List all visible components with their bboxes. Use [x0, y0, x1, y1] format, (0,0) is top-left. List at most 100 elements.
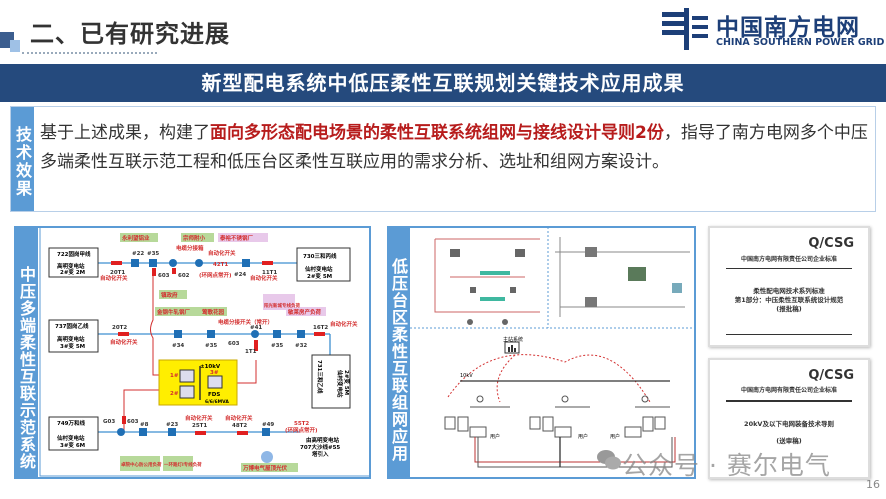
effect-text-after: ，指导了南方电网多个中压多端柔性互联示范工程和低压台区柔性互联应用的需求分析、选…	[40, 123, 868, 172]
auto-switch-note: 自动化开关	[250, 274, 278, 282]
auto-switch-note: 自动化开关	[185, 414, 213, 422]
node-label: 603	[127, 419, 139, 425]
fds-port-2: 2#	[170, 391, 179, 397]
auto-switch-note: 自动化开关	[110, 338, 138, 346]
feeder-722-line: 722固岗甲线	[57, 250, 91, 258]
standard-document: Q/CSG 中国南方电网有限责任公司企业标准 柔性配电网技术系列标准 第1部分：…	[708, 226, 870, 347]
load-label: 金钢牛轧钢厂	[156, 308, 191, 316]
watermark: 公众号 · 赛尔电气	[622, 451, 831, 480]
node-label: 602	[178, 273, 190, 279]
logo-text: 中国南方电网	[716, 15, 860, 41]
load-label: 镇政府	[161, 291, 178, 299]
bus-label: 10kV	[460, 373, 473, 379]
switch-label: 20T2	[112, 325, 127, 331]
node-label: #34	[172, 343, 184, 349]
load-label: 卓院中心防公用负荷	[121, 461, 162, 468]
node-label: #24	[234, 272, 246, 278]
standard-document: Q/CSG 中国南方电网有限责任公司企业标准 20kV及以下电网装备技术导则 (…	[708, 358, 870, 479]
effect-text-before: 基于上述成果，构建了	[40, 123, 210, 143]
user-label: 用户	[610, 433, 620, 440]
load-label: 泰裕不锈钢厂	[219, 234, 254, 242]
switch-label: 16T2	[313, 325, 328, 331]
feeder-731-line: 731三和乙线	[316, 360, 324, 394]
load-label: 永利望铝业	[121, 234, 150, 242]
doc-rule	[726, 400, 852, 402]
node-label: #35	[205, 343, 217, 349]
incoming-note: 由高明变电站	[306, 436, 340, 444]
feeder-722-sub: 高明变电站	[57, 262, 85, 270]
node-label: #22	[132, 251, 144, 257]
feeder-730-line: 730三和丙线	[303, 252, 337, 260]
node-label: G03	[103, 419, 115, 425]
feeder-730-trans: 2#变 5M	[307, 272, 332, 280]
doc-rule	[726, 268, 852, 269]
node-label: #49	[262, 422, 274, 428]
load-label: 一环路灯I专线负荷	[164, 461, 202, 468]
section-banner: 新型配电系统中低压柔性互联规划关键技术应用成果	[0, 64, 886, 102]
feeder-749-sub: 仙村变电站	[57, 434, 85, 442]
switch-label: 48T2	[232, 423, 247, 429]
feeder-737-line: 737固岗乙线	[55, 322, 89, 330]
wechat-icon	[597, 450, 621, 470]
auto-switch-note: 自动化开关	[225, 414, 253, 422]
doc-org: 中国南方电网有限责任公司企业标准	[740, 256, 837, 263]
effect-box	[10, 106, 876, 212]
doc-title: 20kV及以下电网装备技术导则	[744, 420, 834, 428]
load-label: 万博电气屋顶光伏	[242, 464, 288, 472]
fds-port-3: 3#	[210, 370, 219, 376]
user-label: 用户	[578, 433, 588, 440]
load-label: 阳光新城专线负荷	[264, 302, 300, 309]
cable-branch-open-note: 电缆分接开关（常开）	[218, 318, 273, 326]
doc-series: 柔性配电网技术系列标准	[753, 287, 825, 295]
effect-label: 技术效果	[11, 107, 34, 211]
doc-status: (送审稿)	[776, 437, 802, 445]
fds-name: FDS	[208, 392, 220, 398]
load-label: 宗师附小	[183, 234, 206, 242]
feeder-737-trans: 3#变 5M	[60, 342, 85, 350]
page-number: 16	[866, 478, 880, 491]
node-label: #35	[271, 343, 283, 349]
node-label: #23	[166, 422, 178, 428]
feeder-749-line: 749万和线	[57, 419, 85, 427]
incoming-note: 塔引入	[312, 450, 329, 458]
switch-label: 20T1	[110, 270, 125, 276]
node-label: 603	[228, 341, 240, 347]
auto-switch-note: 自动化开关	[330, 320, 358, 328]
incoming-note: 707大沙线#55	[300, 443, 340, 451]
feeder-749-trans: 3#变 6M	[60, 441, 85, 449]
loop-open-note: (环网点常开)	[285, 426, 318, 434]
logo-subtext: CHINA SOUTHERN POWER GRID	[716, 37, 885, 48]
user-label: 用户	[490, 433, 500, 440]
effect-text-highlight: 面向多形态配电场景的柔性互联系统组网与接线设计导则2份	[210, 123, 664, 143]
node-label: #32	[295, 343, 307, 349]
doc-rule	[726, 334, 852, 335]
switch-label: 1T1	[245, 349, 257, 355]
switch-label: 42T1	[213, 262, 228, 268]
feeder-731-trans: 2#变 5M	[343, 370, 351, 395]
doc-code: Q/CSG	[808, 368, 854, 383]
load-label: 莺歌花园	[202, 308, 225, 316]
csg-logo-icon	[662, 8, 708, 50]
node-label: #41	[250, 325, 262, 331]
doc-title: 第1部分：中压柔性互联系统设计规范	[734, 296, 844, 304]
switch-label: 55T2	[294, 421, 309, 427]
doc-org: 中国南方电网有限责任公司企业标准	[740, 387, 837, 394]
mv-diagram: ±10kV 1# 2# 3# FDS 6/6/6MVA 722固岗甲线 高明变电…	[39, 226, 371, 477]
feeder-730-sub: 仙村变电站	[305, 265, 333, 273]
master-station-label: 主站系统	[503, 336, 523, 343]
page-title: 二、已有研究进展	[30, 20, 230, 48]
doc-status: (报批稿)	[776, 305, 802, 313]
doc-code: Q/CSG	[808, 236, 854, 251]
decor-square	[10, 40, 20, 52]
fds-rating: 6/6/6MVA	[205, 399, 229, 405]
auto-switch-note: 自动化开关	[100, 274, 128, 282]
switch-label: 25T1	[192, 423, 207, 429]
fds-port-1: 1#	[170, 373, 179, 379]
loop-open-note: (环网点常开)	[199, 271, 232, 279]
load-label: 敏莱房产负荷	[287, 308, 322, 316]
feeder-731-sub: 仙村变电站	[336, 370, 344, 398]
feeder-737-sub: 高明变电站	[57, 335, 85, 343]
node-label: #8	[140, 422, 149, 428]
switch-label: 11T1	[262, 270, 277, 276]
auto-switch-note: 自动化开关	[208, 249, 236, 257]
